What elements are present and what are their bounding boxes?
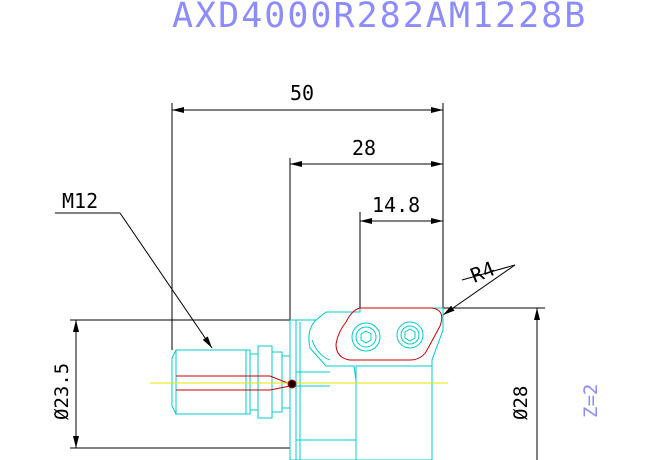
dim-thread: M12 [62,189,98,213]
drawing-title: AXD4000R282AM1228B [172,0,587,36]
dim-insert-length: 14.8 [372,193,420,217]
teeth-count-label: Z=2 [580,384,602,418]
dim-head-length: 28 [352,136,376,160]
dim-overall-length: 50 [290,81,314,105]
coolant-hole [287,379,297,389]
dim-corner-radius: R4 [467,256,498,287]
dim-shank-diameter: Ø23.5 [51,363,73,420]
tool-body [171,307,444,460]
dimension-lines [55,103,545,460]
insert-screws [351,321,424,352]
dim-cutting-diameter: Ø28 [510,386,532,420]
